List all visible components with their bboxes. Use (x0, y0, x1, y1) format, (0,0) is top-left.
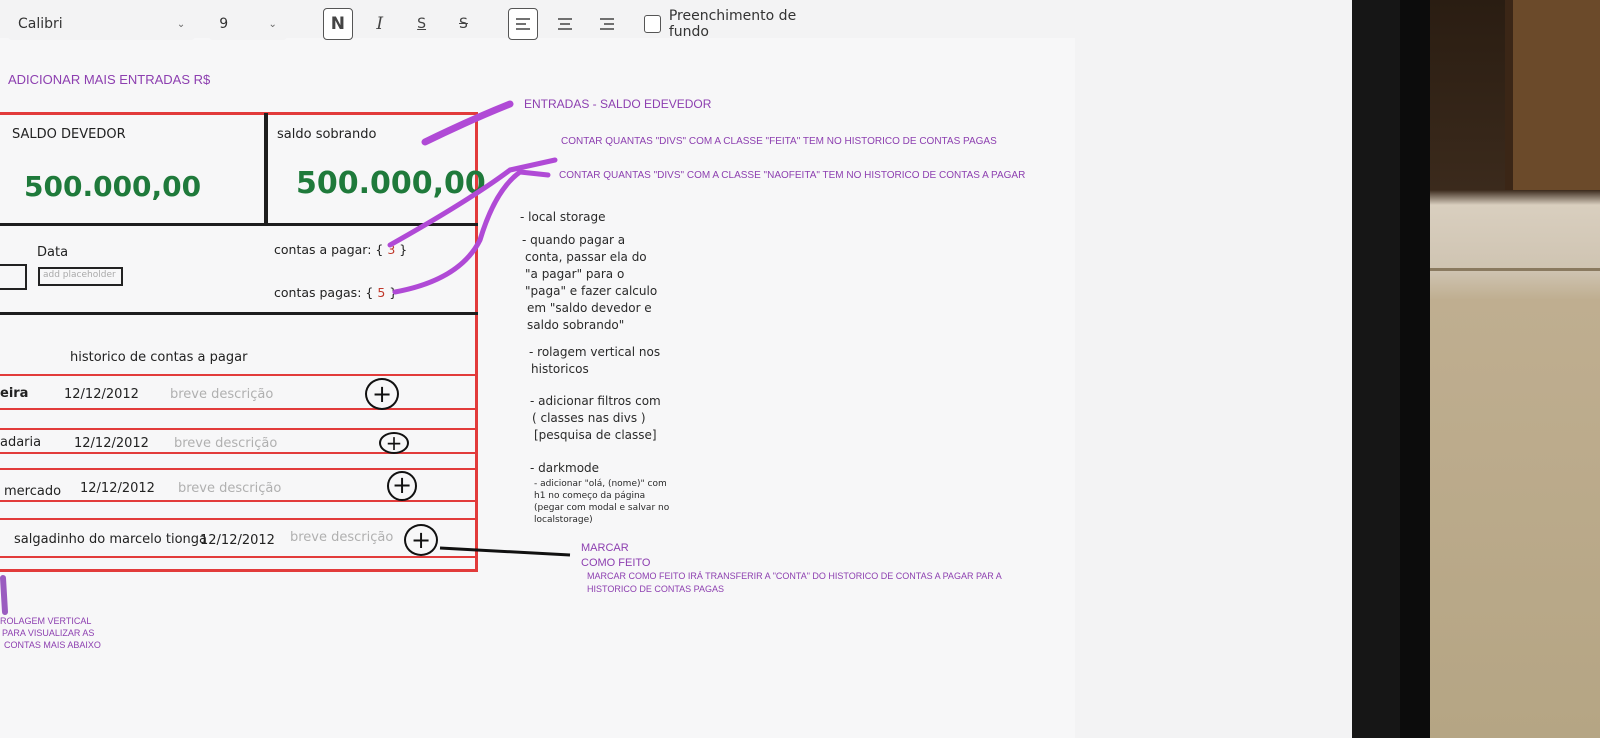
bold-button[interactable]: N (322, 8, 353, 40)
note-line: ( classes nas divs ) (532, 411, 646, 425)
note-line: - adicionar filtros com (530, 394, 661, 408)
note-line: localstorage) (534, 515, 593, 525)
strikethrough-button[interactable]: S (459, 16, 468, 32)
date-input[interactable] (0, 264, 27, 290)
canvas-page (0, 38, 1075, 738)
shelf-line (1430, 268, 1600, 271)
background-fill-label: Preenchimento de fundo (668, 8, 797, 40)
note-line: em "saldo devedor e (527, 301, 652, 315)
annotation-rolagem-2: PARA VISUALIZAR AS (2, 628, 95, 638)
row-date: 12/12/2012 (74, 436, 149, 451)
saldo-devedor-label: SALDO DEVEDOR (12, 127, 126, 142)
italic-button[interactable]: I (376, 14, 384, 34)
font-size-select[interactable]: 9 ⌄ (209, 8, 287, 40)
table-row[interactable]: adaria 12/12/2012 breve descrição + (0, 428, 478, 454)
annotation-contar-naofeita: CONTAR QUANTAS "DIVS" COM A CLASSE "NAOF… (559, 170, 1026, 181)
row-name: adaria (0, 435, 42, 450)
note-darkmode: - darkmode (530, 461, 600, 475)
align-center-icon (558, 18, 573, 30)
row-date: 12/12/2012 (200, 533, 275, 548)
note-line: saldo sobrando" (527, 318, 625, 332)
note-line: "paga" e fazer calculo (525, 284, 658, 298)
row-date: 12/12/2012 (80, 481, 155, 496)
row-name: mercado (4, 484, 62, 499)
chevron-down-icon: ⌄ (176, 18, 186, 30)
font-family-value: Calibri (18, 16, 63, 32)
row-name: eira (0, 386, 29, 401)
row-date: 12/12/2012 (64, 387, 139, 402)
contas-a-pagar-label: contas a pagar: (274, 242, 372, 257)
align-right-button[interactable] (592, 8, 622, 40)
saldo-sobrando-label: saldo sobrando (277, 127, 377, 142)
align-right-icon (600, 18, 615, 30)
row-description: breve descrição (290, 530, 394, 545)
add-icon[interactable]: + (365, 378, 399, 410)
row-description: breve descrição (174, 436, 278, 451)
contas-pagas-label: contas pagas: (274, 285, 362, 300)
annotation-entradas: ENTRADAS - SALDO EDEVEDOR (524, 97, 712, 111)
monitor-edge (1400, 0, 1430, 738)
divider (264, 113, 268, 223)
font-family-select[interactable]: Calibri ⌄ (8, 8, 196, 40)
row-name: salgadinho do marcelo tionga (14, 532, 207, 547)
note-line: historicos (531, 362, 589, 376)
contas-a-pagar-counter: contas a pagar: { 3 } (274, 242, 408, 257)
align-left-icon (516, 18, 531, 30)
note-line: h1 no começo da página (534, 491, 646, 501)
text-toolbar: Calibri ⌄ 9 ⌄ N I S S Preenchimento de f… (8, 6, 828, 42)
add-icon[interactable]: + (379, 432, 409, 454)
divider (0, 223, 478, 226)
note-line: (pegar com modal e salvar no (534, 503, 670, 513)
contas-pagas-counter: contas pagas: { 5 } (274, 285, 398, 300)
add-entries-heading: ADICIONAR MAIS ENTRADAS R$ (8, 72, 211, 87)
note-local-storage: - local storage (520, 210, 606, 224)
note-line: - adicionar "olá, (nome)" com (534, 479, 667, 489)
historico-title: historico de contas a pagar (70, 350, 248, 365)
row-description: breve descrição (170, 387, 274, 402)
add-icon[interactable]: + (387, 471, 417, 501)
background-fill-toggle[interactable]: Preenchimento de fundo (644, 8, 828, 40)
note-line: conta, passar ela do (525, 250, 647, 264)
table-row[interactable]: mercado 12/12/2012 breve descrição + (0, 468, 478, 502)
monitor-bezel (1352, 0, 1400, 738)
annotation-marcar-desc-1: MARCAR COMO FEITO IRÁ TRANSFERIR A "CONT… (587, 571, 1002, 581)
checkbox-icon (644, 15, 661, 33)
saldo-sobrando-value: 500.000,00 (296, 166, 486, 201)
table-row[interactable]: salgadinho do marcelo tionga 12/12/2012 … (0, 518, 478, 558)
note-line: "a pagar" para o (525, 267, 625, 281)
annotation-rolagem-3: CONTAS MAIS ABAIXO (4, 640, 101, 650)
wireframe-card (0, 112, 478, 572)
align-left-button[interactable] (508, 8, 539, 40)
note-line: - quando pagar a (522, 233, 626, 247)
row-description: breve descrição (178, 481, 282, 496)
saldo-devedor-value: 500.000,00 (24, 170, 202, 203)
table-row[interactable]: eira 12/12/2012 breve descrição + (0, 374, 478, 410)
note-line: - rolagem vertical nos (529, 345, 661, 359)
placeholder-input[interactable]: add placeholder (38, 267, 123, 286)
annotation-marcar-desc-2: HISTORICO DE CONTAS PAGAS (587, 584, 725, 594)
annotation-marcar: MARCAR (581, 542, 629, 554)
underline-button[interactable]: S (417, 16, 427, 32)
chevron-down-icon: ⌄ (268, 18, 277, 30)
contas-pagas-count: 5 (377, 285, 386, 300)
annotation-como-feito: COMO FEITO (581, 557, 651, 569)
add-icon[interactable]: + (404, 524, 438, 556)
font-size-value: 9 (219, 16, 229, 32)
align-center-button[interactable] (550, 8, 580, 40)
picture-frame (1505, 0, 1600, 190)
divider (0, 312, 478, 315)
note-line: [pesquisa de classe] (534, 428, 657, 442)
data-label: Data (37, 245, 69, 260)
contas-a-pagar-count: 3 (387, 242, 396, 257)
annotation-rolagem-1: ROLAGEM VERTICAL (0, 616, 92, 626)
annotation-contar-feita: CONTAR QUANTAS "DIVS" COM A CLASSE "FEIT… (561, 136, 997, 147)
